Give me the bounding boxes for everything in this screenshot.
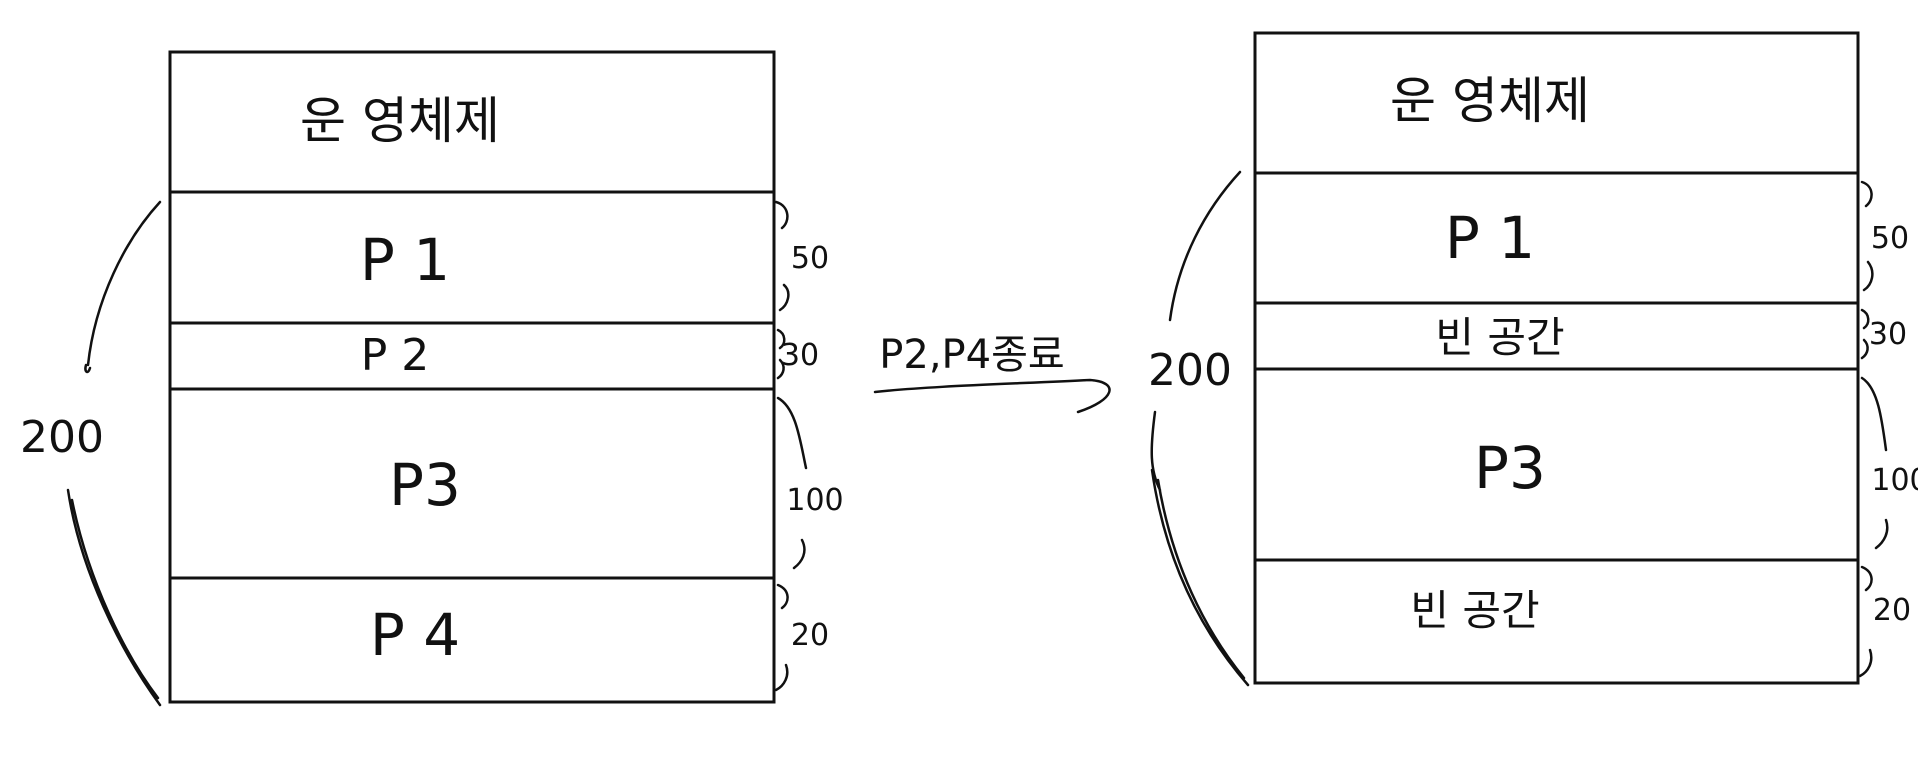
size-brace-p3 [776, 396, 808, 570]
size-brace-p2 [776, 328, 786, 380]
segment-label-free-2-after: 빈 공간 [1410, 586, 1539, 635]
size-brace-p3-after [1860, 376, 1889, 550]
size-brace-free-1-after [1860, 308, 1870, 360]
size-brace-p4 [774, 583, 789, 692]
size-label-p2: 30 [781, 338, 819, 373]
memory-block-after [1253, 31, 1860, 685]
total-brace-top-after [1168, 170, 1242, 322]
size-label-p1-after: 50 [1871, 221, 1909, 256]
size-label-p1: 50 [791, 241, 829, 276]
total-label-after: 200 [1148, 345, 1232, 396]
segment-label-p3: P3 [389, 451, 461, 519]
total-brace-bottom-after [1150, 410, 1250, 687]
memory-before: 운 영체제 P 1 P 2 P3 P 4 50 30 100 20 200 [20, 50, 844, 707]
transition-label: P2,P4종료 [879, 332, 1064, 378]
size-label-free-2-after: 20 [1873, 593, 1911, 628]
transition: P2,P4종료 [873, 332, 1111, 414]
total-brace-top [84, 200, 162, 374]
segment-label-p1-after: P 1 [1445, 204, 1535, 272]
segment-label-p1: P 1 [360, 226, 450, 294]
size-brace-p1 [774, 200, 790, 312]
size-brace-free-2-after [1858, 565, 1873, 678]
segment-label-p4: P 4 [370, 601, 460, 669]
total-label-before: 200 [20, 412, 104, 463]
memory-after: 운 영체제 P 1 빈 공간 P3 빈 공간 50 30 100 20 200 [1148, 31, 1918, 687]
segment-label-free-1-after: 빈 공간 [1435, 313, 1564, 362]
segment-label-p3-after: P3 [1474, 434, 1546, 502]
size-label-p4: 20 [791, 618, 829, 653]
total-brace-bottom [66, 488, 162, 707]
size-label-free-1-after: 30 [1869, 317, 1907, 352]
segment-label-p2: P 2 [361, 330, 430, 381]
segment-label-os-after: 운 영체제 [1390, 72, 1590, 130]
segment-label-os: 운 영체제 [300, 92, 500, 150]
size-brace-p1-after [1860, 180, 1874, 292]
size-label-p3: 100 [786, 483, 843, 518]
size-label-p3-after: 100 [1871, 463, 1918, 498]
memory-block-before [168, 50, 776, 704]
transition-arrow [873, 378, 1111, 414]
